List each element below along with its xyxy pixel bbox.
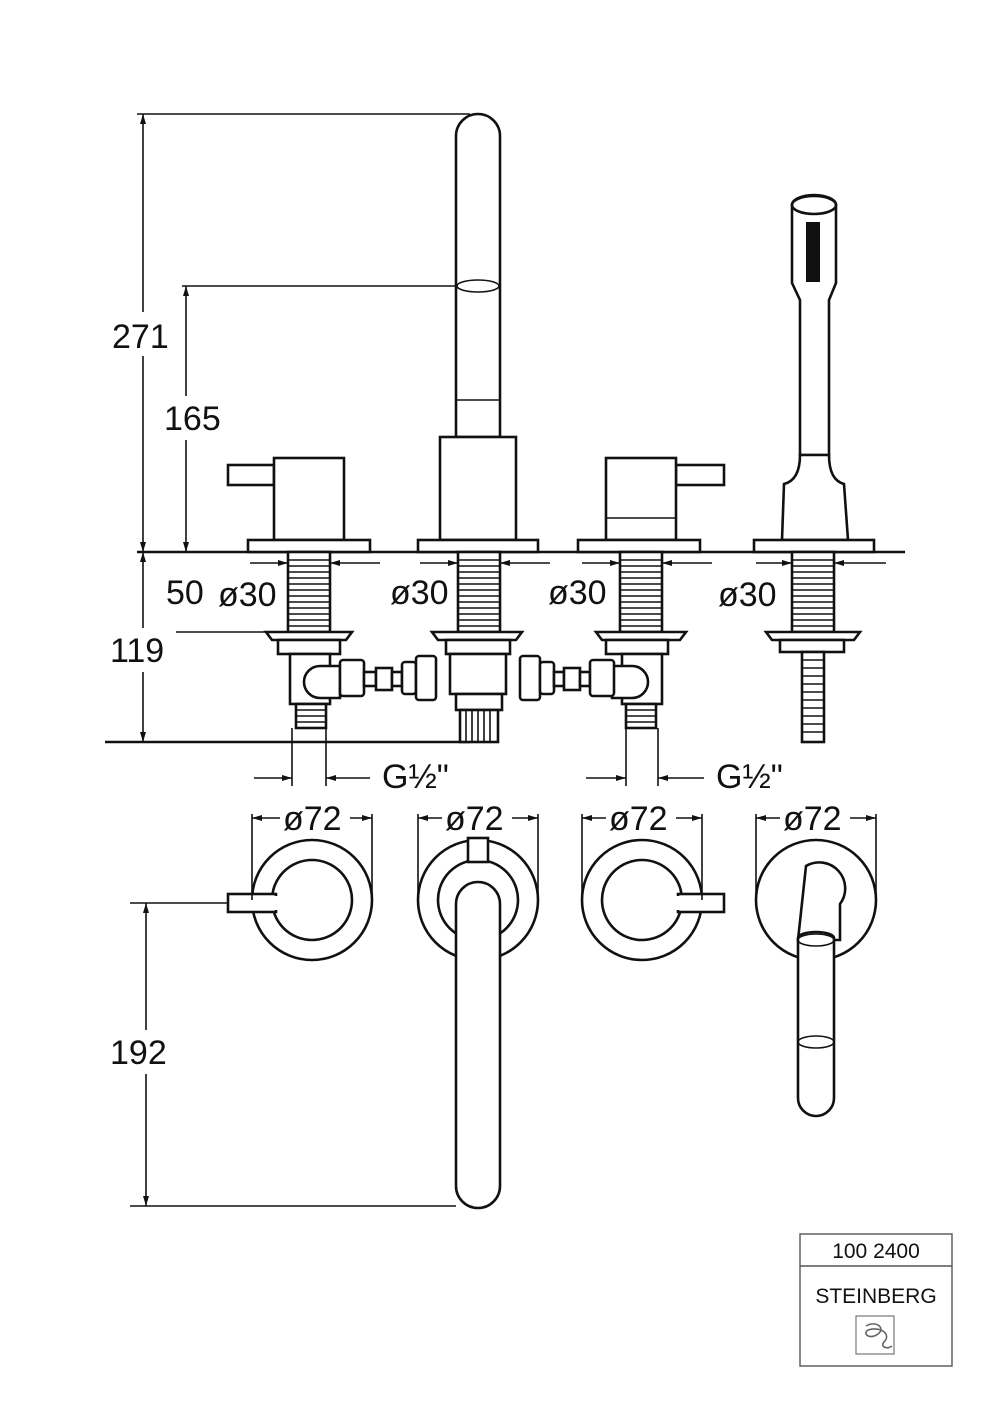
top-rosette-1 bbox=[226, 838, 374, 962]
dim-rosette-1: ø72 bbox=[283, 800, 342, 838]
hand-shower bbox=[752, 193, 876, 554]
dim-connection-right: G½" bbox=[716, 758, 783, 796]
dim-total-height: 271 bbox=[112, 318, 169, 356]
dim-hole-4: ø30 bbox=[718, 576, 777, 614]
top-view: ø72 ø72 ø72 ø72 192 bbox=[108, 798, 878, 1210]
right-handle bbox=[576, 456, 726, 554]
dim-rosette-4: ø72 bbox=[783, 800, 842, 838]
article-number: 100 2400 bbox=[832, 1240, 920, 1263]
shank-3 bbox=[593, 550, 689, 730]
dim-hole-3: ø30 bbox=[548, 574, 607, 612]
left-handle bbox=[226, 456, 372, 554]
dim-hole-1: ø30 bbox=[218, 576, 277, 614]
dim-connection-left: G½" bbox=[382, 758, 449, 796]
shank-4 bbox=[763, 550, 863, 744]
connection-hoses bbox=[338, 654, 616, 702]
brand-logo-icon bbox=[855, 1315, 895, 1355]
title-block: 100 2400 STEINBERG bbox=[799, 1233, 953, 1367]
shank-2 bbox=[429, 550, 525, 744]
shanks bbox=[263, 550, 863, 744]
dim-spout-reach: 192 bbox=[110, 1034, 167, 1072]
spout bbox=[416, 112, 540, 554]
top-rosette-2 bbox=[416, 836, 540, 1210]
front-elevation bbox=[105, 112, 905, 744]
dim-rosette-3: ø72 bbox=[609, 800, 668, 838]
brand-name: STEINBERG bbox=[815, 1285, 936, 1308]
front-dimensions: 271 165 119 50 ø30 ø30 ø30 ø30 G½" bbox=[106, 113, 886, 796]
dim-deck-thickness: 50 bbox=[166, 574, 204, 612]
dim-rosette-2: ø72 bbox=[445, 800, 504, 838]
dim-below-deck: 119 bbox=[110, 632, 164, 670]
top-rosette-4 bbox=[754, 838, 878, 1118]
dim-spout-height: 165 bbox=[164, 400, 221, 438]
shank-1 bbox=[263, 550, 355, 730]
dim-hole-2: ø30 bbox=[390, 574, 449, 612]
